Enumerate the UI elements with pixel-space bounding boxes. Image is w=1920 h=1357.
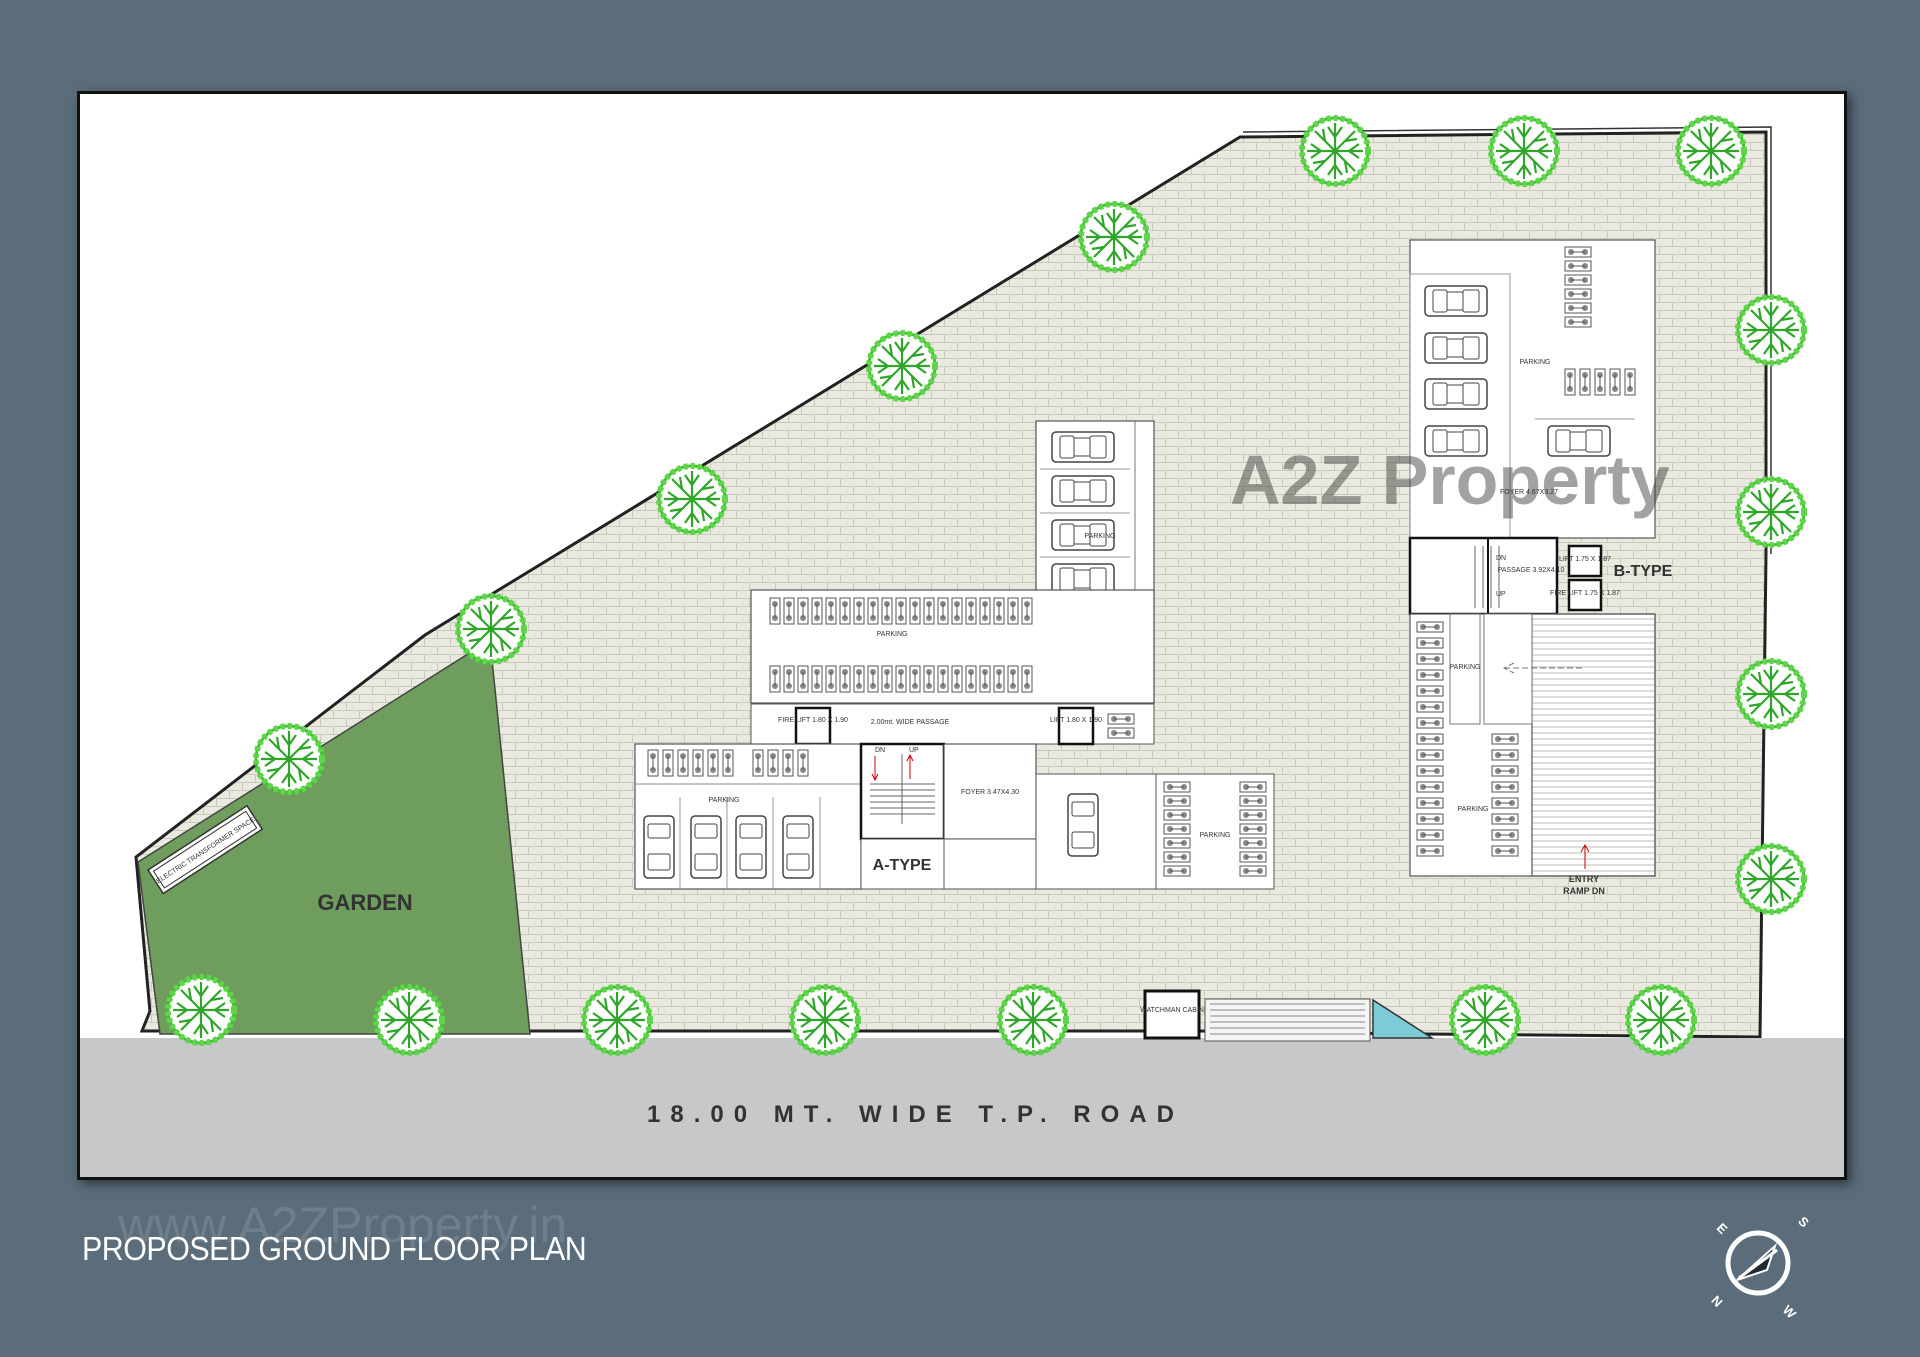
b-lift bbox=[1567, 544, 1603, 578]
a-parking-label-4: PARKING bbox=[1200, 832, 1231, 839]
north-arrow: N E S W bbox=[1708, 1214, 1812, 1320]
compass-n: N bbox=[1708, 1293, 1725, 1310]
a-passage-label: 2.00mt. WIDE PASSAGE bbox=[871, 719, 950, 726]
entry-label: ENTRY bbox=[1569, 874, 1599, 884]
drawing-sheet: GARDEN ELECTRIC TRANSFORMER SPACE 18.00 … bbox=[77, 91, 1847, 1180]
tree bbox=[1302, 118, 1368, 184]
entry-gate bbox=[1204, 998, 1435, 1042]
tree bbox=[1081, 204, 1147, 270]
tree bbox=[256, 726, 322, 792]
b-parking-label-3: PARKING bbox=[1458, 806, 1489, 813]
a-parking-label-3: PARKING bbox=[709, 797, 740, 804]
ramp bbox=[1531, 613, 1656, 877]
b-up-label: UP bbox=[1496, 591, 1506, 598]
b-fire-lift bbox=[1567, 578, 1603, 612]
tree bbox=[168, 977, 234, 1043]
a-parking-label-2: PARKING bbox=[877, 631, 908, 638]
watchman-cabin: WATCHMAN CABIN bbox=[1140, 989, 1204, 1040]
tree bbox=[869, 333, 935, 399]
a-lift bbox=[1057, 706, 1095, 746]
watermark-logo: A2Z Property bbox=[1230, 441, 1670, 519]
a-dn-label: DN bbox=[875, 747, 885, 754]
b-foyer-label: FOYER 4.67X3.27 bbox=[1500, 489, 1558, 496]
b-type-label: B-TYPE bbox=[1614, 563, 1673, 580]
tree bbox=[792, 987, 858, 1053]
watchman-label: WATCHMAN CABIN bbox=[1140, 1007, 1204, 1014]
tree bbox=[458, 596, 524, 662]
tree bbox=[1738, 846, 1804, 912]
tree bbox=[1738, 479, 1804, 545]
tree bbox=[1738, 661, 1804, 727]
a-type-block: PARKING PARKING FIRE LIFT 1.80 X 1.90 bbox=[634, 420, 1275, 890]
road-label: 18.00 MT. WIDE T.P. ROAD bbox=[647, 1101, 1184, 1128]
tree bbox=[1491, 118, 1557, 184]
tree bbox=[1000, 987, 1066, 1053]
tree bbox=[584, 987, 650, 1053]
a-parking-label-1: PARKING bbox=[1085, 533, 1116, 540]
compass-e: E bbox=[1714, 1220, 1731, 1237]
b-passage-label: PASSAGE 3.92X4.10 bbox=[1498, 567, 1565, 574]
a-fire-lift bbox=[794, 706, 832, 746]
b-parking-label-1: PARKING bbox=[1520, 359, 1551, 366]
compass-w: W bbox=[1780, 1302, 1800, 1320]
b-fire-lift-label: FIRE LIFT 1.75 X 1.87 bbox=[1550, 590, 1620, 597]
watermark-url: www.A2ZProperty.in bbox=[118, 1197, 568, 1253]
a-up-label: UP bbox=[909, 747, 919, 754]
tree bbox=[376, 987, 442, 1053]
ramp-label: RAMP DN bbox=[1563, 886, 1605, 896]
b-dn-label: DN bbox=[1496, 555, 1506, 562]
garden-label: GARDEN bbox=[317, 890, 412, 915]
road bbox=[80, 1038, 1844, 1177]
a-lift-label: LIFT 1.80 X 1.90 bbox=[1050, 717, 1102, 724]
tree bbox=[659, 466, 725, 532]
garden-area bbox=[137, 638, 531, 1035]
tree bbox=[1738, 297, 1804, 363]
plan-title: PROPOSED GROUND FLOOR PLAN bbox=[82, 1230, 587, 1267]
tree bbox=[1452, 987, 1518, 1053]
a-type-label: A-TYPE bbox=[873, 857, 932, 874]
b-type-block: PARKING FOYER 4.67X3.27 DN UP PASSAGE 3.… bbox=[1408, 239, 1673, 896]
floor-plan: GARDEN ELECTRIC TRANSFORMER SPACE 18.00 … bbox=[80, 94, 1844, 1177]
a-foyer-label: FOYER 3.47X4.30 bbox=[961, 789, 1019, 796]
tree bbox=[1628, 987, 1694, 1053]
compass-s: S bbox=[1795, 1214, 1812, 1231]
a-fire-lift-label: FIRE LIFT 1.80 X 1.90 bbox=[778, 717, 848, 724]
b-lift-label: LIFT 1.75 X 1.87 bbox=[1559, 556, 1611, 563]
tree bbox=[1678, 118, 1744, 184]
b-parking-label-2: PARKING bbox=[1450, 664, 1481, 671]
